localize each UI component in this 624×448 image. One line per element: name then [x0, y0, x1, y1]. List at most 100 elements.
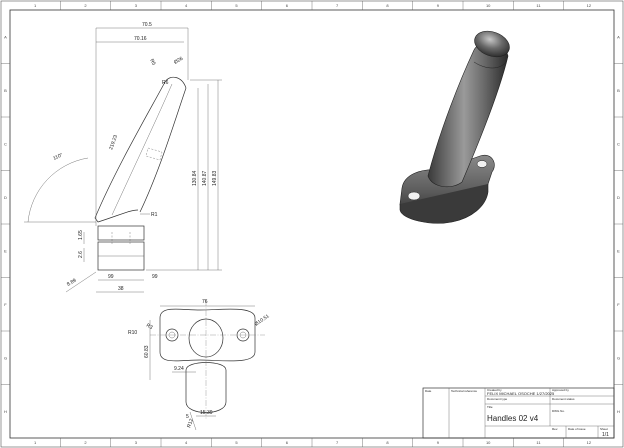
dim-angle-110: 110°: [52, 152, 64, 162]
grip-projection: [185, 362, 227, 413]
zone-column-label: 10: [486, 440, 491, 445]
zone-row-label: F: [4, 302, 7, 307]
zone-column-label: 7: [336, 3, 339, 8]
dim-r6: R6: [162, 80, 169, 86]
base-hidden-lines: [111, 232, 131, 244]
zone-column-label: 10: [486, 3, 491, 8]
side-view: 70.5 70.16 Ø26 R5 R6 219.23 110° R1 130.…: [24, 22, 222, 293]
tb-tech-ref-label: Technical reference: [451, 389, 477, 393]
tb-doc-type-label: Document type: [487, 397, 508, 401]
zone-column-label: 1: [34, 440, 37, 445]
zone-column-label: 9: [437, 3, 440, 8]
tb-created-by-value: FELIX MICHAEL OSOCHE 1/27/2025: [487, 391, 555, 396]
dim-r3: R3: [145, 323, 154, 332]
zone-column-label: 2: [84, 440, 87, 445]
tb-title-value: Handles 02 v4: [487, 414, 539, 423]
zone-column-label: 3: [135, 3, 138, 8]
flange-outline: [159, 308, 256, 362]
zone-row-label: C: [617, 141, 620, 146]
tb-title-label: Title: [487, 405, 493, 409]
tb-doc-status-label: Document status: [552, 397, 575, 401]
dim-r12: R12: [186, 418, 195, 429]
dim-r12-leader: [189, 411, 197, 431]
zone-row-label: G: [617, 355, 620, 360]
tb-created-by-label: Created by: [487, 388, 502, 392]
dim-70-5: 70.5: [142, 22, 152, 28]
inner-border: [9, 9, 615, 439]
dim-76: 76: [202, 299, 208, 305]
hidden-hole: [145, 147, 163, 161]
angle-arc: [27, 157, 89, 223]
title-block: Date Technical reference Created by FELI…: [422, 387, 615, 439]
iso-hole-right: [476, 160, 488, 168]
dim-60-83: 60.83: [144, 345, 150, 358]
zone-row-label: D: [4, 195, 7, 200]
zone-row-label: C: [4, 141, 7, 146]
zone-column-label: 8: [386, 3, 389, 8]
grip-boss: [188, 318, 224, 358]
zone-row-label: E: [4, 248, 7, 253]
iso-grip-cap: [474, 30, 510, 58]
dim-99-right: 99: [152, 274, 158, 280]
zone-column-label: 6: [286, 3, 289, 8]
handle-inner-line: [111, 83, 173, 216]
zone-column-label: 9: [437, 440, 440, 445]
zone-column-label: 8: [386, 440, 389, 445]
zone-row-label: D: [617, 195, 620, 200]
zone-column-label: 11: [536, 3, 541, 8]
zone-column-label: 12: [587, 440, 592, 445]
tb-sheet-label: Sheet: [600, 427, 608, 431]
dim-9-24: 9.24: [174, 366, 184, 372]
zone-row-label: B: [4, 88, 7, 93]
zone-column-label: 5: [235, 3, 238, 8]
isometric-view: [399, 30, 510, 224]
handle-outline-left: [94, 81, 166, 223]
tb-dwg-no-label: DWG No.: [552, 409, 565, 413]
dim-889-leader: [65, 271, 97, 293]
zone-row-label: H: [4, 409, 7, 414]
dim-70-16: 70.16: [134, 36, 147, 42]
zone-row-label: F: [617, 302, 620, 307]
iso-grip: [427, 42, 509, 188]
dim-140-87: 140.87: [202, 170, 208, 186]
dim-r10: R10: [128, 330, 137, 336]
dim-r1: R1: [151, 212, 158, 218]
zone-column-label: 12: [587, 3, 592, 8]
tb-rev-label: Rev.: [552, 427, 558, 431]
top-view: 76 R3 R10 60.83 9.24 Ø10.51 15.39 R12 5: [128, 299, 271, 431]
tb-sheet-value: 1/1: [602, 432, 609, 438]
iso-grip-ring: [473, 61, 507, 69]
zone-column-label: 7: [336, 440, 339, 445]
dim-8-89: 8.89: [66, 278, 78, 288]
zone-row-label: A: [617, 34, 620, 39]
zone-column-label: 4: [185, 440, 188, 445]
dim-5: 5: [186, 414, 189, 420]
zone-column-label: 11: [536, 440, 541, 445]
bolt-hole-right: [236, 328, 250, 342]
tb-date-issue-label: Date of issue: [568, 427, 586, 431]
zone-column-label: 6: [286, 440, 289, 445]
zone-column-label: 2: [84, 3, 87, 8]
base-upper: [97, 225, 145, 241]
dim-130-84: 130.84: [192, 170, 198, 186]
zone-rows-right: A B C D E F G H: [614, 34, 623, 414]
dim-15-39: 15.39: [200, 410, 213, 416]
zone-column-label: 3: [135, 440, 138, 445]
tb-date-label: Date: [425, 389, 432, 393]
tb-approved-by-label: Approved by: [552, 388, 569, 392]
dim-1-65: 1.65: [78, 230, 84, 240]
dim-38: 38: [118, 286, 124, 292]
iso-flange-side: [399, 184, 489, 224]
iso-hole-left: [407, 191, 421, 201]
zone-row-label: H: [617, 409, 620, 414]
zone-row-label: B: [617, 88, 620, 93]
dim-r5: R5: [148, 58, 157, 67]
dim-149-83: 149.83: [212, 170, 218, 186]
zone-row-label: E: [617, 248, 620, 253]
